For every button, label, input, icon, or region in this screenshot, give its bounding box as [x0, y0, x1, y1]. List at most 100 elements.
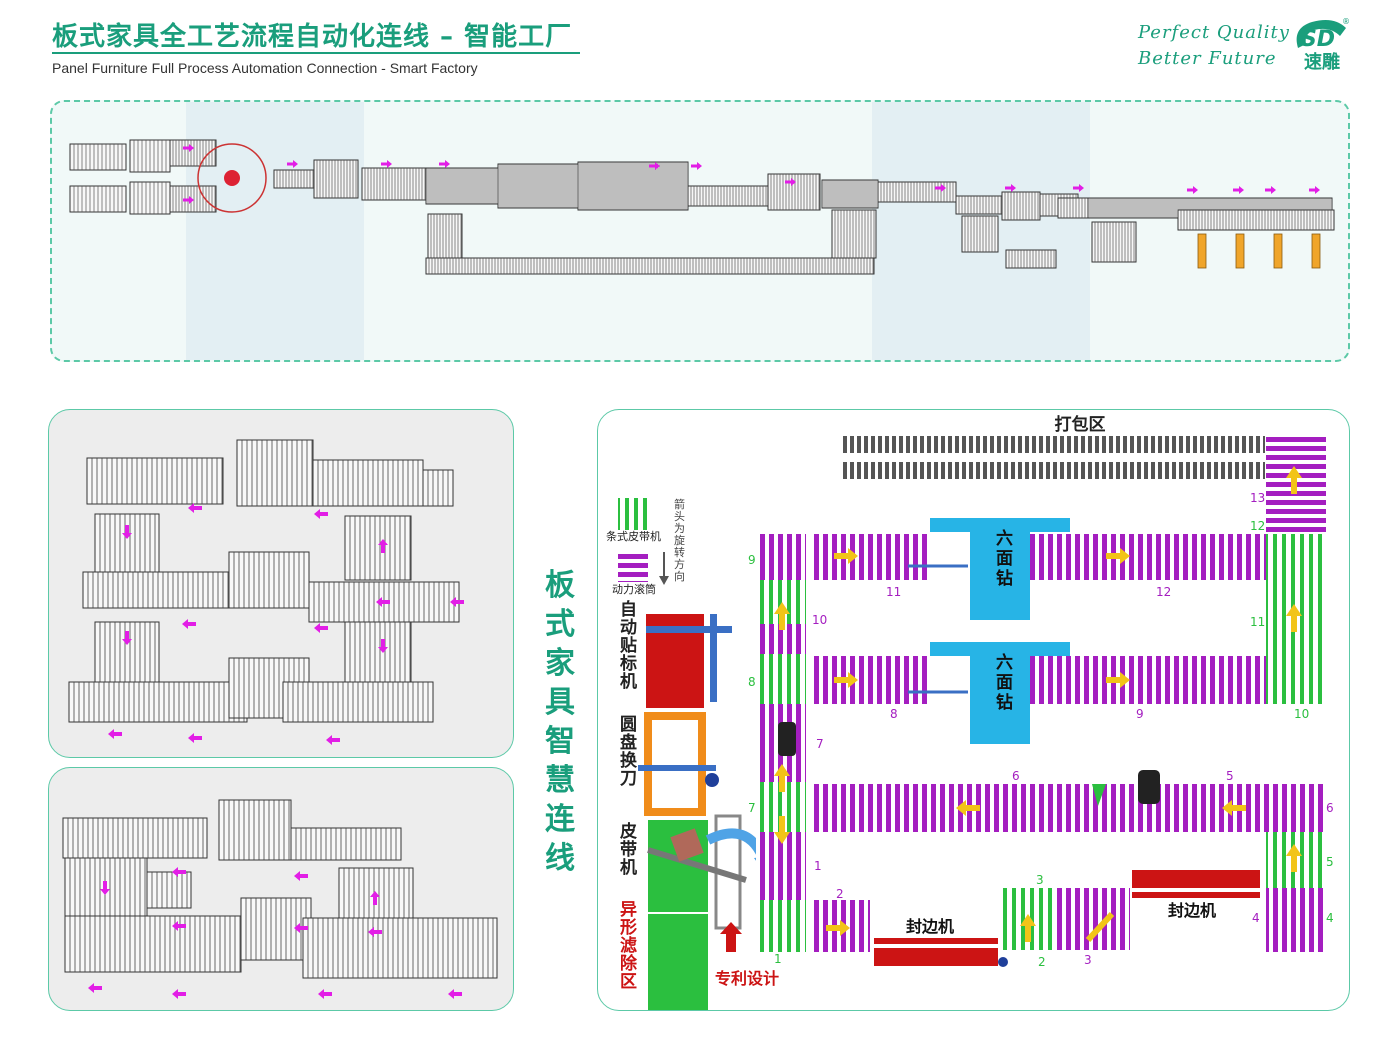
conveyor-segment	[810, 784, 1266, 832]
patent-design-label: 专利设计	[715, 969, 779, 988]
side-title-char: 智	[545, 724, 575, 759]
layout-a-machines	[68, 439, 464, 745]
flow-arrow	[1020, 914, 1036, 942]
machine-block	[129, 181, 171, 215]
flow-arrow	[439, 160, 450, 168]
edge-bander-upper	[1132, 870, 1260, 888]
flow-arrow	[368, 927, 382, 937]
conveyor-segment	[1030, 534, 1266, 580]
flow-arrow	[378, 539, 388, 553]
packing-conveyor-1	[840, 436, 1265, 453]
machine-block	[69, 143, 127, 171]
machine-block	[1005, 249, 1057, 269]
station-number: 5	[1226, 769, 1234, 783]
conveyor-block	[282, 681, 434, 723]
conveyor-block	[68, 681, 248, 723]
station-number: 11	[1250, 615, 1265, 629]
machine-block	[821, 179, 879, 209]
machine-block	[169, 185, 217, 213]
layout-panel-a	[48, 409, 514, 758]
flow-arrow	[1005, 184, 1016, 192]
slogan-line-1: Perfect Quality	[1138, 22, 1290, 43]
machine-block	[1001, 191, 1041, 221]
flow-arrow	[188, 733, 202, 743]
conveyor-segment	[1266, 888, 1326, 952]
flow-arrow	[108, 729, 122, 739]
side-title-char: 式	[545, 607, 575, 642]
layout-drawing-a	[68, 439, 464, 745]
side-title-char: 连	[545, 802, 575, 837]
station-number: 12	[1156, 585, 1171, 599]
station-number: 10	[812, 613, 827, 627]
conveyor-block	[228, 551, 310, 609]
station-number: 7	[748, 801, 756, 815]
belt-machine-label: 皮带机	[620, 821, 637, 878]
layout-drawing-b	[62, 799, 498, 999]
conveyor-block	[236, 439, 314, 507]
machine-block	[425, 257, 875, 275]
flow-arrow	[785, 178, 796, 186]
machine-block	[767, 173, 821, 211]
conveyor-block	[344, 621, 412, 687]
station-number: 8	[748, 675, 756, 689]
conveyor-block	[218, 799, 292, 861]
conveyor-segment	[756, 654, 806, 704]
machine-block	[961, 215, 999, 253]
flow-arrow	[183, 144, 194, 152]
conveyor-segment	[756, 900, 806, 952]
six-side-drill-label-lower: 六面钻	[996, 652, 1013, 713]
flow-arrow	[834, 672, 858, 688]
flow-arrow	[1106, 672, 1130, 688]
conveyor-block	[422, 469, 454, 507]
machine-block	[1091, 221, 1137, 263]
machine-block	[427, 213, 463, 263]
flow-arrow	[326, 735, 340, 745]
station-number: 2	[836, 887, 844, 901]
flow-arrow	[956, 800, 980, 816]
station-number: 6	[1012, 769, 1020, 783]
flow-arrow	[376, 597, 390, 607]
flow-arrow	[1309, 186, 1320, 194]
machine-block	[687, 185, 769, 207]
flow-arrow	[691, 162, 702, 170]
conveyor-segment	[1056, 888, 1130, 950]
station-number: 9	[748, 553, 756, 567]
conveyor-segment	[756, 832, 806, 900]
legend-arrow-note: 箭头为旋转方向	[674, 497, 685, 583]
flow-arrow	[378, 639, 388, 653]
flow-arrow	[826, 920, 850, 936]
station-number: 6	[1326, 801, 1334, 815]
conveyor-schematic: 打包区 条式皮带机 动力滚筒 箭头为旋转方向 自动贴标机 圆盘换刀 皮带机 异形…	[606, 414, 1334, 1010]
edge-bander-label-lower: 封边机	[906, 917, 954, 936]
six-side-drill-lower	[970, 642, 1030, 744]
auto-labeler-label: 自动贴标机	[620, 599, 637, 692]
registered-mark: ®	[1342, 17, 1350, 26]
scanner-camera-2	[1138, 770, 1160, 804]
flow-arrow	[314, 623, 328, 633]
conveyor-block	[82, 571, 230, 609]
conveyor-segment	[1030, 656, 1266, 704]
layout-b-machines	[62, 799, 498, 999]
flow-arrow	[172, 867, 186, 877]
conveyor-block	[312, 459, 424, 507]
station-number: 4	[1326, 911, 1334, 925]
flow-arrow	[294, 871, 308, 881]
flow-arrow	[450, 597, 464, 607]
flow-arrow	[1233, 186, 1244, 194]
packing-zone-label: 打包区	[1055, 414, 1106, 435]
legend-belt-label: 条式皮带机	[606, 529, 661, 543]
flow-arrow	[448, 989, 462, 999]
flow-arrow	[172, 989, 186, 999]
flow-arrow	[1265, 186, 1276, 194]
page-subtitle: Panel Furniture Full Process Automation …	[52, 60, 478, 76]
station-number: 13	[1250, 491, 1265, 505]
flow-arrow	[1222, 800, 1246, 816]
edge-bander-lower	[874, 948, 998, 966]
robot-reach-circle	[197, 143, 267, 213]
machine-block	[425, 167, 499, 205]
disc-tool-change-machine	[644, 712, 706, 816]
flow-arrow	[834, 548, 858, 564]
conveyor-block	[146, 871, 192, 909]
machine-block	[69, 185, 127, 213]
